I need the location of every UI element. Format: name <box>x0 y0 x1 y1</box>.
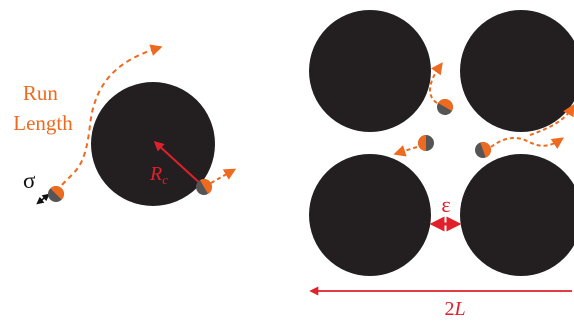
active-particle <box>48 186 64 202</box>
radius-label: Rc <box>149 163 168 187</box>
lattice-particle-2 <box>418 135 434 151</box>
lattice-obstacle-top-left <box>309 10 431 132</box>
boundary-particle <box>196 179 212 195</box>
lattice-trajectory-2 <box>393 145 418 157</box>
lattice-obstacle-top-right <box>460 10 574 132</box>
lattice-particle-3 <box>475 142 491 158</box>
lattice-trajectory-1 <box>429 62 443 104</box>
single-obstacle <box>91 82 215 206</box>
sigma-label: σ <box>23 168 36 193</box>
particle-size-arrow <box>36 193 50 205</box>
lattice-trajectory-3 <box>490 137 564 149</box>
run-length-trajectory <box>61 44 163 186</box>
boundary-trajectory <box>210 168 237 184</box>
period-label: 2L <box>444 298 465 320</box>
radius-arrow <box>153 140 204 187</box>
lattice-trajectory-4 <box>529 103 574 136</box>
epsilon-label: ε <box>441 192 450 217</box>
run-length-label: Run Length <box>13 81 73 135</box>
lattice-particle-1 <box>437 99 453 115</box>
lattice-obstacle-bottom-right <box>460 154 574 276</box>
lattice-obstacle-bottom-left <box>309 154 431 276</box>
